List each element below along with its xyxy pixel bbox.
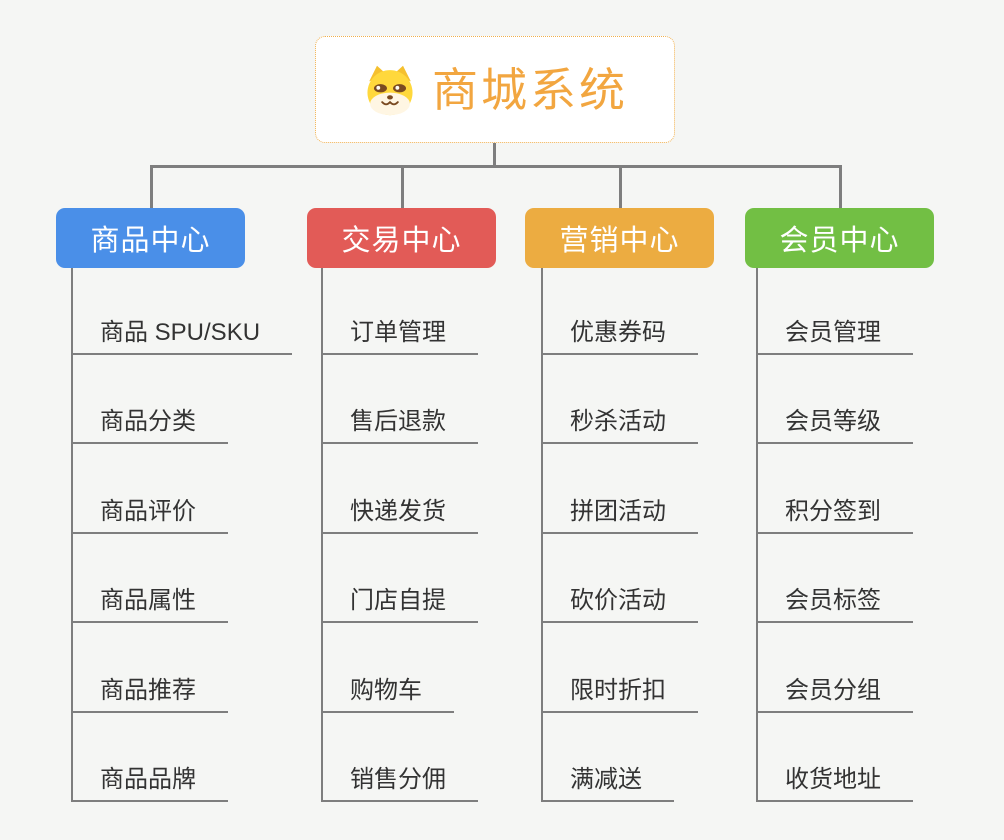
branch-label: 商品中心	[90, 225, 211, 257]
leaf-node[interactable]: 秒杀活动	[542, 407, 698, 444]
root-connector-line	[493, 143, 496, 168]
leaf-node[interactable]: 快递发货	[322, 497, 478, 534]
leaf-node[interactable]: 会员分组	[757, 676, 913, 713]
leaf-node[interactable]: 收货地址	[757, 765, 913, 802]
leaf-node[interactable]: 拼团活动	[542, 497, 698, 534]
branch-node[interactable]: 交易中心	[307, 208, 496, 268]
leaf-node[interactable]: 满减送	[542, 765, 674, 802]
leaf-node[interactable]: 商品品牌	[72, 765, 228, 802]
bus-connector-line	[149, 165, 842, 168]
leaf-node[interactable]: 购物车	[322, 676, 454, 713]
leaf-node[interactable]: 商品分类	[72, 407, 228, 444]
leaf-node[interactable]: 积分签到	[757, 497, 913, 534]
branch-connector-line	[400, 165, 404, 208]
branch-label: 会员中心	[779, 225, 900, 257]
leaf-node[interactable]: 会员标签	[757, 586, 913, 623]
leaf-node[interactable]: 商品 SPU/SKU	[72, 318, 293, 355]
branch-node[interactable]: 会员中心	[745, 208, 934, 268]
branch-connector-line	[838, 165, 842, 208]
leaf-node[interactable]: 商品评价	[72, 497, 228, 534]
leaf-node[interactable]: 订单管理	[322, 318, 478, 355]
spine-connector-line	[541, 268, 543, 802]
branch-label: 营销中心	[559, 225, 680, 257]
root-node[interactable]: 商城系统	[315, 36, 675, 143]
leaf-node[interactable]: 会员管理	[757, 318, 913, 355]
spine-connector-line	[71, 268, 73, 802]
branch-node[interactable]: 商品中心	[56, 208, 245, 268]
leaf-node[interactable]: 销售分佣	[322, 765, 478, 802]
branch-node[interactable]: 营销中心	[525, 208, 714, 268]
leaf-node[interactable]: 商品推荐	[72, 676, 228, 713]
spine-connector-line	[321, 268, 323, 802]
leaf-node[interactable]: 门店自提	[322, 586, 478, 623]
leaf-node[interactable]: 限时折扣	[542, 676, 698, 713]
root-title: 商城系统	[432, 63, 628, 116]
shiba-dog-icon	[362, 64, 418, 116]
leaf-node[interactable]: 会员等级	[757, 407, 913, 444]
leaf-node[interactable]: 售后退款	[322, 407, 478, 444]
branch-connector-line	[149, 165, 153, 208]
leaf-node[interactable]: 砍价活动	[542, 586, 698, 623]
branch-label: 交易中心	[341, 225, 462, 257]
branch-connector-line	[618, 165, 622, 208]
leaf-node[interactable]: 优惠券码	[542, 318, 698, 355]
leaf-node[interactable]: 商品属性	[72, 586, 228, 623]
spine-connector-line	[756, 268, 758, 802]
